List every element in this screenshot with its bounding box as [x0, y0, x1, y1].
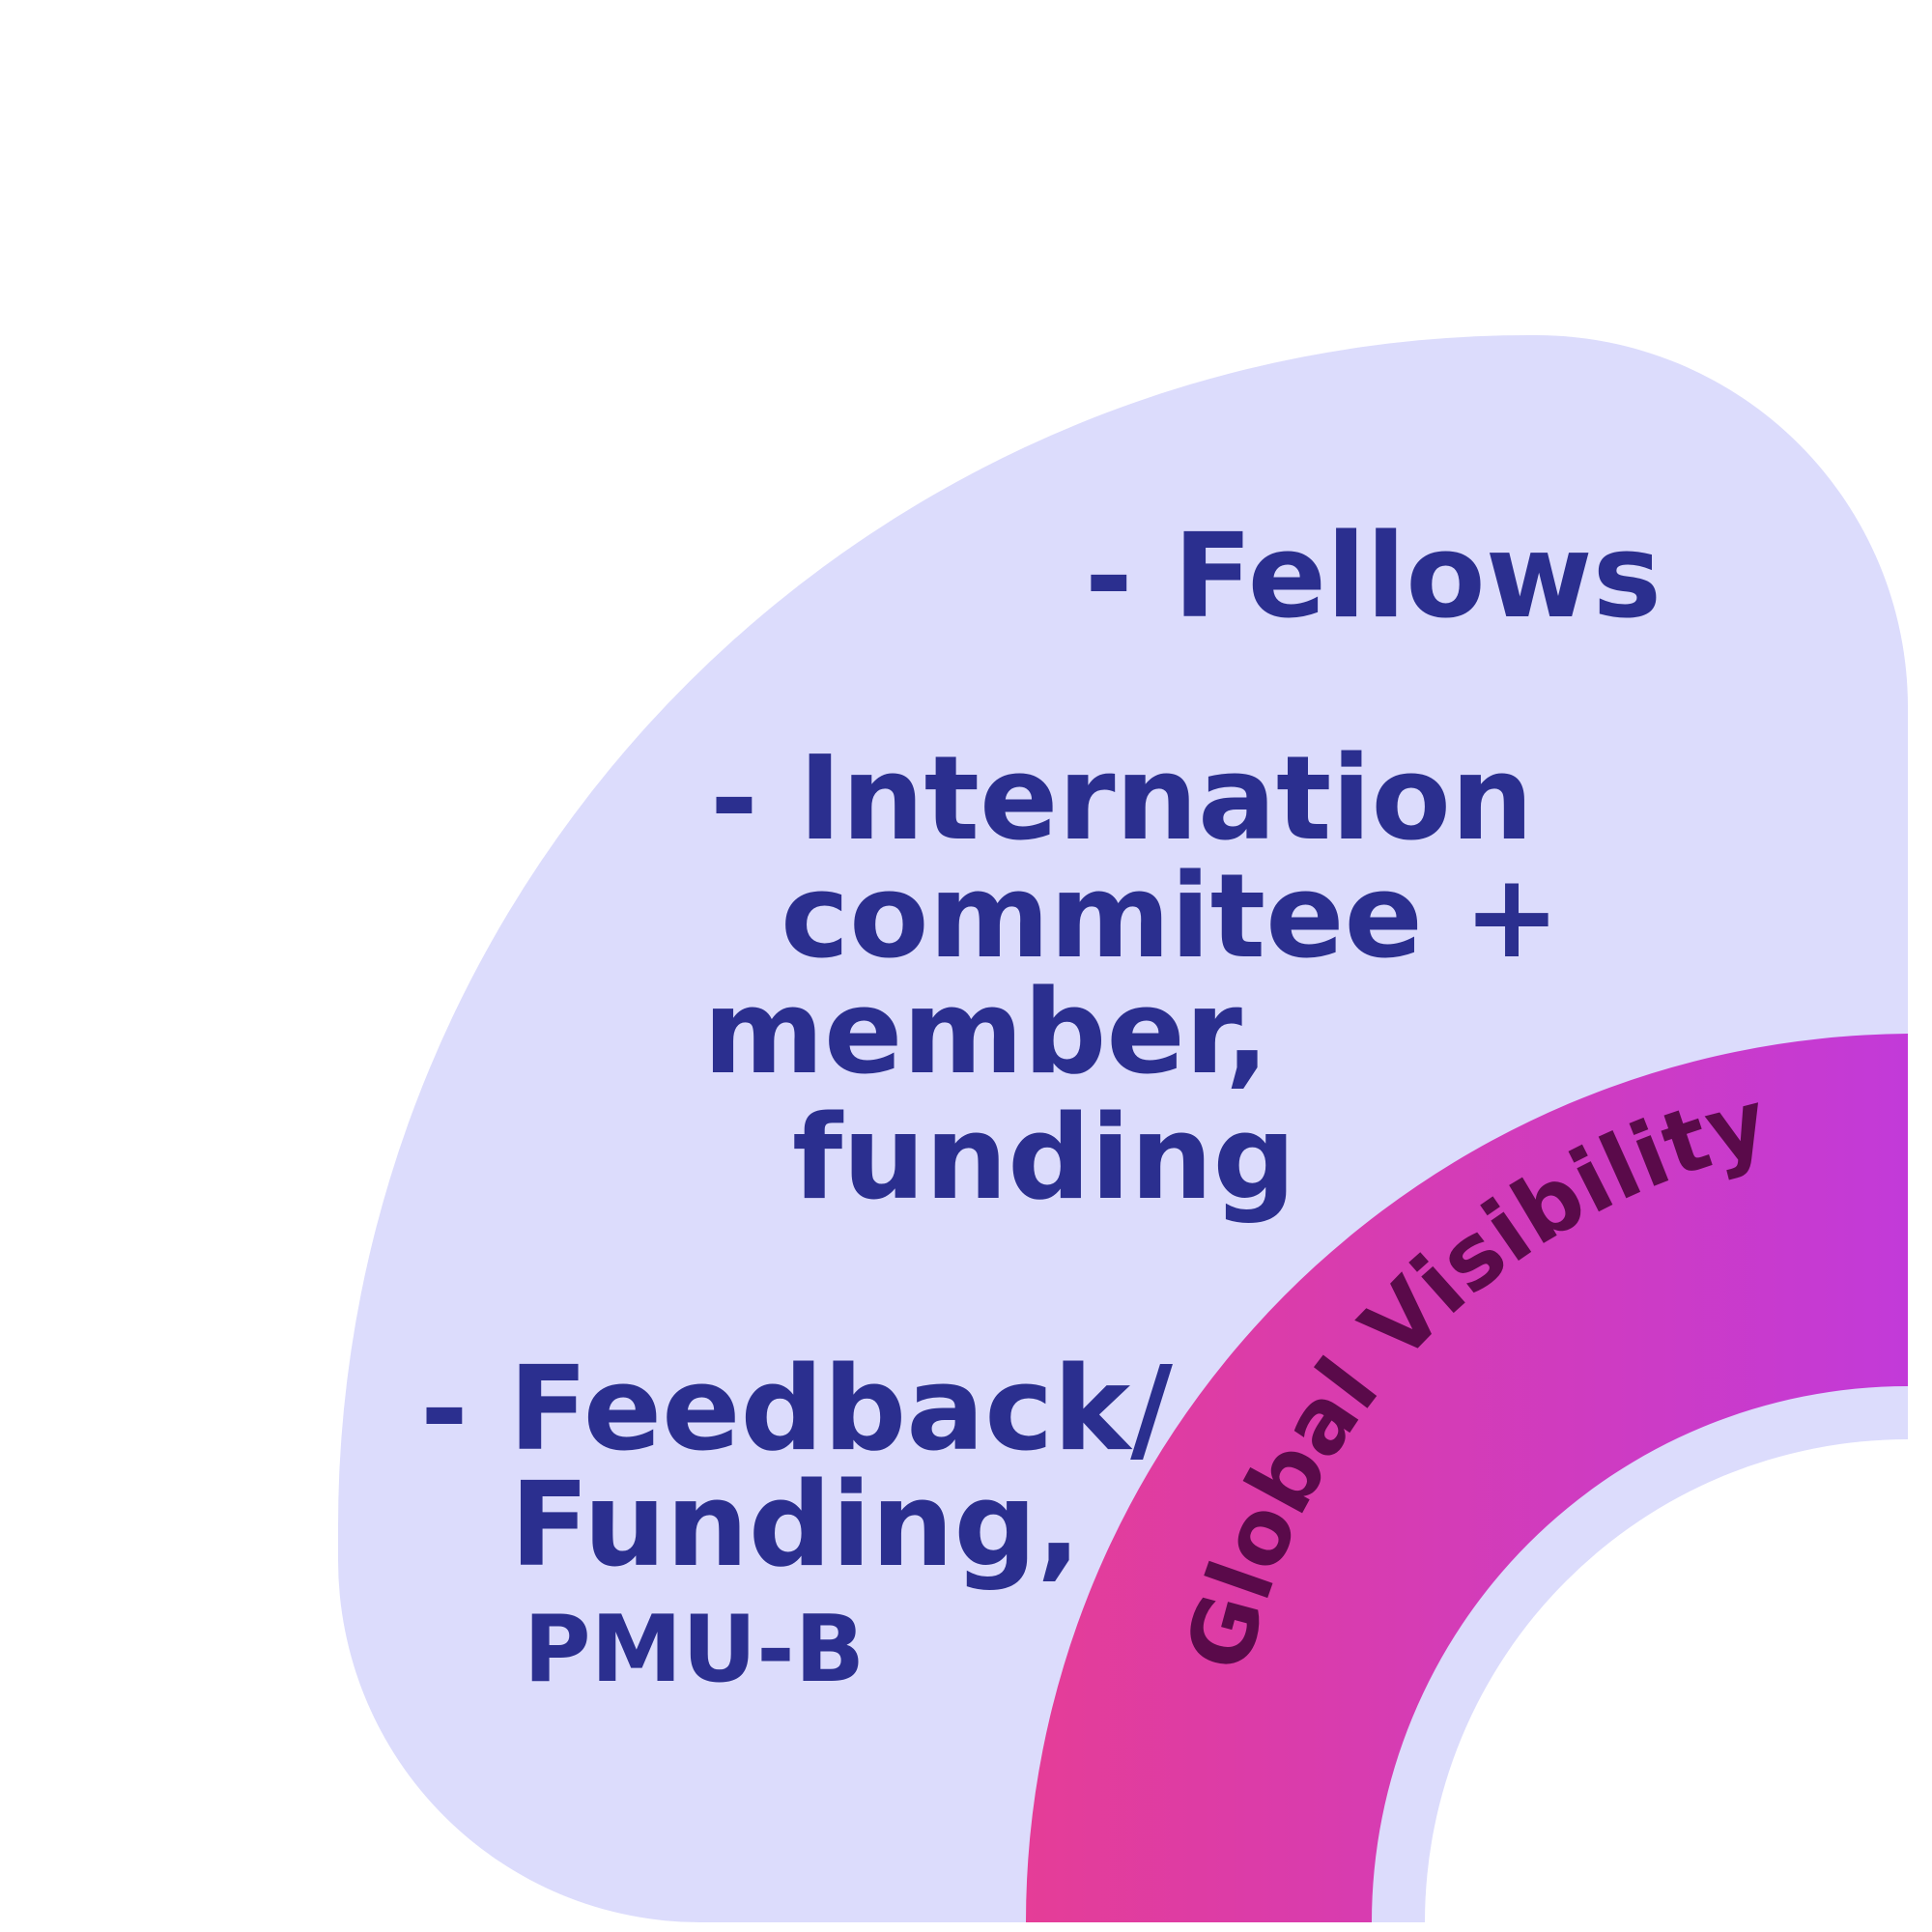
item-feedback-line3: PMU-B: [524, 1597, 865, 1703]
item-international-line3: member,: [703, 966, 1269, 1100]
global-visibility-band: [1026, 1034, 1908, 1922]
item-international-line2: commitee +: [781, 850, 1560, 984]
item-international-line4: funding: [792, 1092, 1295, 1226]
item-fellows: - Fellows: [1085, 510, 1662, 644]
item-international-line1: - Internation: [710, 732, 1533, 867]
item-feedback-line1: - Feedback/: [420, 1343, 1173, 1477]
item-feedback-line2: Funding,: [510, 1459, 1081, 1593]
